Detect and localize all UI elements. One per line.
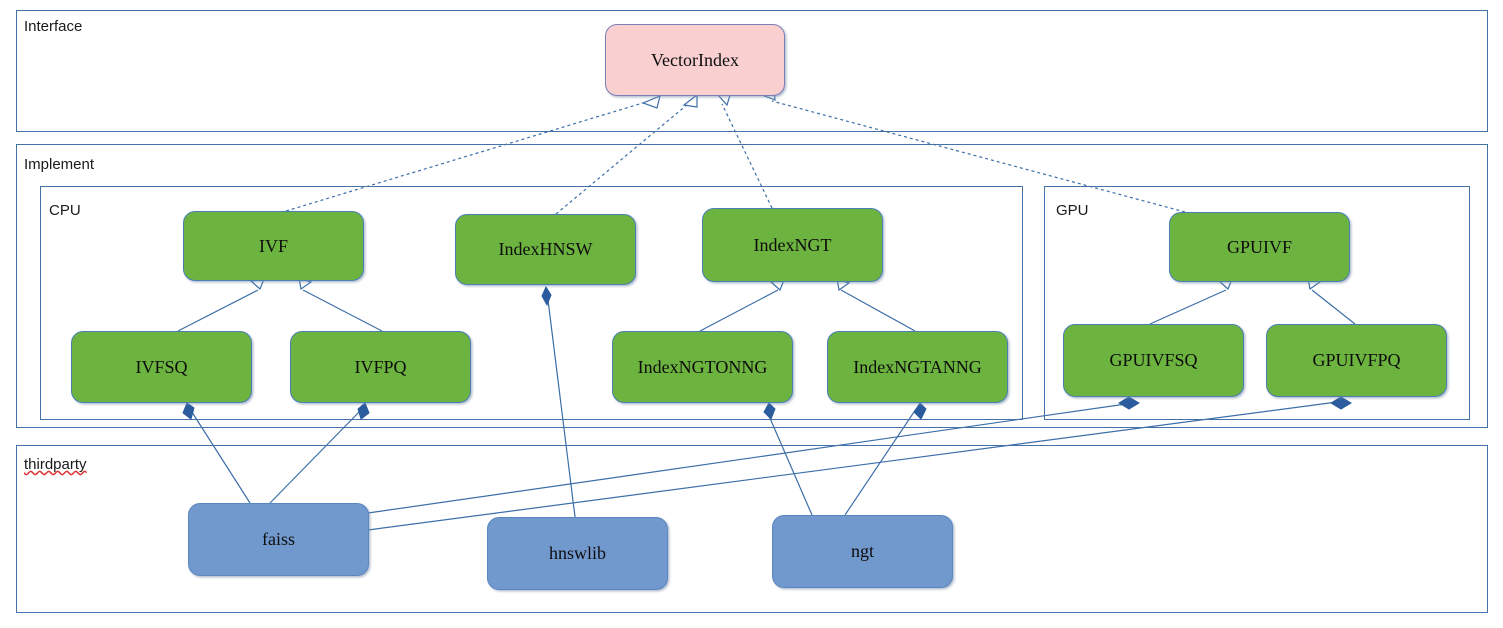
node-label-indexhnsw: IndexHNSW <box>498 239 593 259</box>
node-indexngtanng[interactable]: IndexNGTANNG <box>827 331 1008 403</box>
node-ngt[interactable]: ngt <box>772 515 953 588</box>
node-label-ngt: ngt <box>850 541 874 561</box>
node-label-faiss: faiss <box>262 529 295 549</box>
node-ivfsq[interactable]: IVFSQ <box>71 331 252 403</box>
group-cpu <box>40 186 1023 420</box>
node-label-ivfpq: IVFPQ <box>354 356 407 377</box>
node-gpuivfpq[interactable]: GPUIVFPQ <box>1266 324 1447 397</box>
group-implement <box>16 144 1488 428</box>
group-label-cpu: CPU <box>49 202 81 219</box>
node-label-ivfsq: IVFSQ <box>135 356 188 377</box>
node-indexhnsw[interactable]: IndexHNSW <box>455 214 636 285</box>
node-ivfpq[interactable]: IVFPQ <box>290 331 471 403</box>
node-label-hnswlib: hnswlib <box>548 543 606 563</box>
node-label-indexngt: IndexNGT <box>753 234 832 255</box>
group-label-gpu: GPU <box>1056 202 1089 219</box>
node-faiss[interactable]: faiss <box>188 503 369 576</box>
node-gpuivfsq[interactable]: GPUIVFSQ <box>1063 324 1244 397</box>
group-thirdparty <box>16 445 1488 613</box>
node-indexngtonng[interactable]: IndexNGTONNG <box>612 331 793 403</box>
node-label-gpuivfpq: GPUIVFPQ <box>1312 350 1401 370</box>
node-label-gpuivfsq: GPUIVFSQ <box>1109 350 1198 370</box>
node-label-gpuivf: GPUIVF <box>1226 236 1292 257</box>
group-label-implement: Implement <box>24 156 95 173</box>
group-label-thirdparty: thirdparty <box>24 456 87 473</box>
node-label-indexngtonng: IndexNGTONNG <box>637 356 768 377</box>
group-interface <box>16 10 1488 132</box>
node-label-indexngtanng: IndexNGTANNG <box>853 356 982 377</box>
group-label-interface: Interface <box>24 18 83 35</box>
node-ivf[interactable]: IVF <box>183 211 364 281</box>
node-indexngt[interactable]: IndexNGT <box>702 208 883 282</box>
group-gpu <box>1044 186 1470 420</box>
node-hnswlib[interactable]: hnswlib <box>487 517 668 590</box>
node-gpuivf[interactable]: GPUIVF <box>1169 212 1350 282</box>
node-label-ivf: IVF <box>258 235 288 256</box>
node-vectorindex[interactable]: VectorIndex <box>605 24 785 96</box>
node-label-vectorindex: VectorIndex <box>651 49 739 70</box>
